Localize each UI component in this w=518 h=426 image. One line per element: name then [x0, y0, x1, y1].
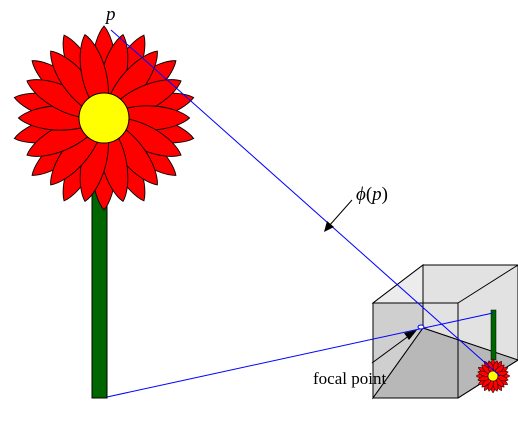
projected-flower-center [487, 370, 499, 382]
focal-point-marker [417, 324, 425, 330]
projected-image [475, 309, 511, 394]
flower-stem [91, 187, 108, 399]
flower-center [78, 92, 130, 144]
projected-flower [475, 358, 511, 394]
focal-arrow-line [371, 334, 411, 364]
focal-point-label: focal point [313, 369, 386, 388]
projected-stem [490, 309, 497, 361]
phi-arrowhead [324, 221, 334, 232]
focal-arrowhead [404, 330, 417, 340]
camera-edge-back [457, 264, 518, 304]
ray-top [110, 29, 501, 377]
projection-fn: ϕ [356, 184, 366, 205]
point-label: p [104, 4, 116, 25]
phi-arrow-line [328, 199, 353, 227]
projection-rays [106, 29, 501, 398]
ray-bottom [106, 312, 494, 398]
projection-label: ϕ(p) [356, 184, 388, 205]
annotation-arrows [324, 199, 417, 364]
projection-arg: p [370, 184, 382, 205]
flower [13, 25, 195, 399]
projection-open: ( [366, 184, 372, 205]
projection-close: ) [382, 184, 388, 205]
flower-head [13, 25, 195, 211]
